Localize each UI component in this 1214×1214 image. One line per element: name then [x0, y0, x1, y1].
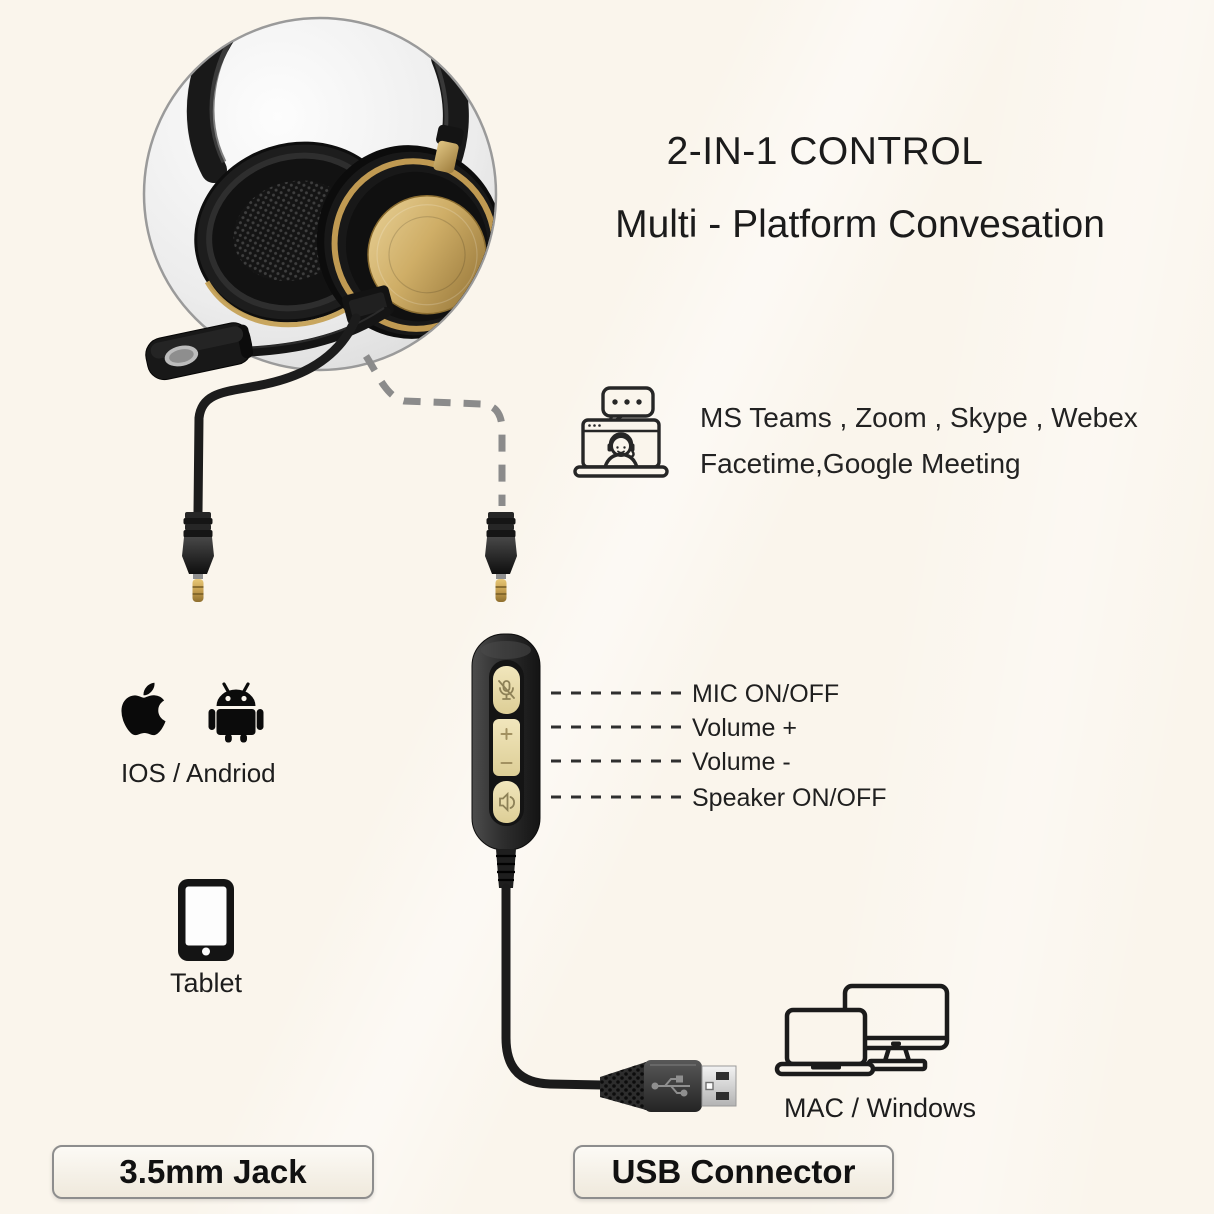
usb-plug-icon	[600, 1060, 737, 1112]
callout-lines	[551, 691, 681, 799]
headset-photo	[142, 16, 498, 381]
page-subtitle: Multi - Platform Convesation	[615, 203, 1105, 246]
callout-mic-on-off: MIC ON/OFF	[692, 680, 840, 708]
callout-volume-down: Volume -	[692, 748, 791, 776]
apple-icon	[121, 682, 166, 736]
tablet-icon	[178, 879, 234, 961]
usb-badge: USB Connector	[573, 1145, 894, 1199]
video-call-laptop-icon	[573, 386, 669, 478]
callout-volume-up: Volume +	[692, 714, 797, 742]
page-title: 2-IN-1 CONTROL	[666, 130, 984, 173]
inline-remote-icon	[471, 633, 607, 1090]
jack-plug-left-icon	[181, 511, 215, 603]
platform-line-2: Facetime,Google Meeting	[700, 448, 1021, 479]
callout-speaker-on-off: Speaker ON/OFF	[692, 784, 887, 812]
laptop-icon	[774, 1007, 876, 1077]
jack-badge: 3.5mm Jack	[52, 1145, 374, 1199]
android-icon	[208, 682, 264, 743]
mac-windows-label: MAC / Windows	[784, 1093, 977, 1123]
platform-list: MS Teams , Zoom , Skype , Webex Facetime…	[700, 395, 1138, 487]
jack-plug-right-icon	[484, 511, 518, 603]
ios-android-label: IOS / Andriod	[121, 758, 276, 788]
right-earcup	[316, 145, 495, 339]
cable-solid	[193, 313, 361, 517]
platform-line-1: MS Teams , Zoom , Skype , Webex	[700, 402, 1138, 433]
cable-dashed	[363, 354, 506, 506]
tablet-label: Tablet	[169, 968, 243, 998]
hinge	[433, 124, 464, 174]
